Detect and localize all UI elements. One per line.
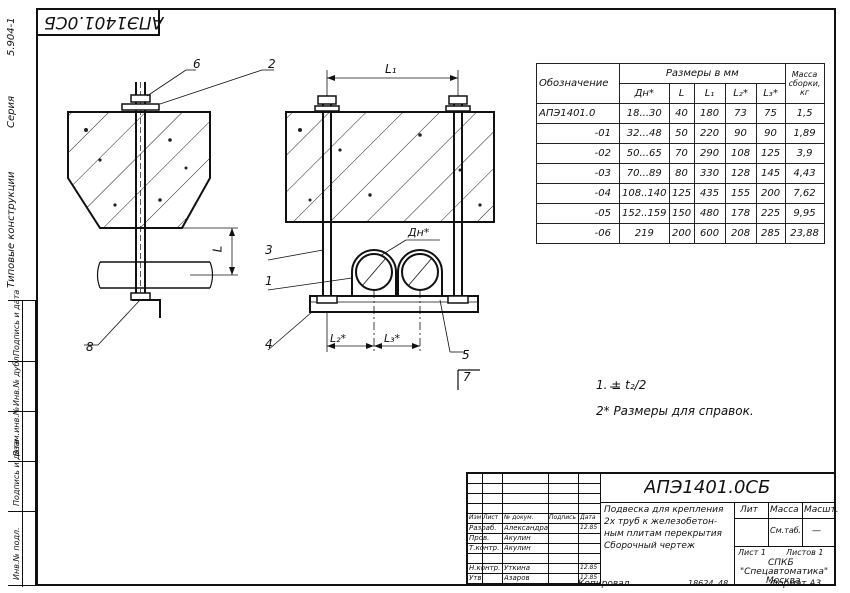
col-L2: L₂* [724,83,757,104]
dimensions-table: Обозначение Размеры в мм Масса сборки, к… [536,63,825,244]
lit-header: Лит [740,505,758,515]
footer-format: Формат А3 [770,579,822,589]
col-designation: Обозначение [536,63,620,104]
hdr-date: Дата [580,514,596,521]
hdr-doc: № докум. [504,514,534,521]
doc-name-3: ным плитам перекрытия [604,529,722,539]
note-2: 2* Размеры для справок. [596,404,754,418]
callout-2: 2 [268,57,276,71]
callout-6: 6 [193,57,201,71]
doc-name-4: Сборочный чертеж [604,541,696,551]
right-slab-section [285,111,495,223]
scale-value: — [812,526,821,536]
name-6: Азаров [504,574,530,582]
doc-name-2: 2х труб к железобетон- [604,517,718,527]
col-mass: Масса сборки, кг [784,63,825,104]
date-6: 12.85 [580,574,598,581]
title-block: АПЭ1401.0СБ Подвеска для крепления 2х тр… [466,472,839,586]
hdr-list: Лист [483,514,499,521]
hdr-sign: Подпись [549,514,576,521]
left-rod [121,82,160,301]
scale-header: Масшт. [804,505,839,515]
dim-Dn-label: Дн* [408,226,430,239]
col-L1: L₁ [693,83,726,104]
callout-7: 7 [463,370,471,384]
col-L: L [668,83,695,104]
callout-1: 1 [265,274,273,288]
sheet-frame [36,8,836,586]
name-5: Уткина [504,564,530,572]
name-2: Акулин [504,534,531,542]
col-L3: L₃* [755,83,786,104]
callout-5: 5 [462,348,470,362]
name-3: Акулин [504,544,531,552]
right-rods [314,95,471,298]
doc-name-1: Подвеска для крепления [604,505,724,515]
org-line-2: "Спецавтоматика" [740,567,829,577]
role-2: Пров. [469,534,490,542]
hdr-izm: Изм [469,514,482,521]
col-dn: Дн* [619,83,670,104]
footer-n2: 48 [718,579,729,588]
mass-header: Масса [770,505,799,515]
org-line-1: СПКБ [768,558,794,568]
callout-3: 3 [265,243,273,257]
right-pipes [351,249,443,296]
side-stamp-strip [8,300,36,587]
role-3: Т.контр. [469,544,500,552]
mass-value: См.табл. [770,526,800,535]
stamp-top-box: АПЭ1401.0СБ [36,8,163,36]
dim-L-label: L [210,245,225,253]
role-6: Утв. [469,574,484,582]
date-1: 12.85 [580,524,598,531]
date-5: 12.85 [580,564,598,571]
dim-L2-label: L₂* [330,332,347,345]
left-slab-section [67,111,211,229]
dim-L1-label: L₁ [385,62,397,76]
dim-L3-label: L₃* [384,332,401,345]
name-1: Александра [504,524,549,532]
doc-code: АПЭ1401.0СБ [644,477,771,498]
sheet-count: Листов 1 [786,548,824,557]
footer-copied: Копировал [578,579,630,589]
callout-4: 4 [265,337,273,351]
role-1: Разраб. [469,524,497,532]
footer-number: 18624 [688,579,714,588]
header-group: Размеры в мм [619,63,786,84]
role-5: Н.контр. [469,564,501,572]
org-line-3: Москва [766,576,801,586]
note-1: 1. ± t₂/2 [596,378,647,392]
sheet-number: Лист 1 [738,548,766,557]
callout-8: 8 [86,340,94,354]
